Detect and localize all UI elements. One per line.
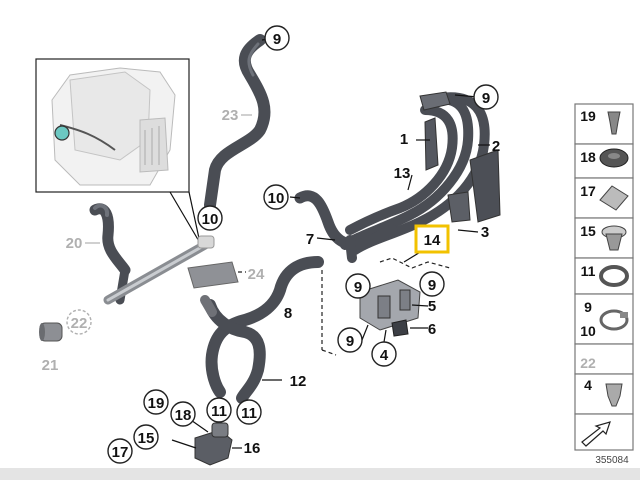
callout-9-mid[interactable]: 9 xyxy=(345,273,371,299)
svg-text:10: 10 xyxy=(202,211,219,228)
svg-text:2: 2 xyxy=(492,138,500,155)
insulation-pad xyxy=(187,261,246,289)
engine-bay-inset xyxy=(35,58,201,244)
svg-text:5: 5 xyxy=(428,298,436,315)
svg-text:11: 11 xyxy=(241,405,257,422)
side-part-19[interactable] xyxy=(574,103,634,145)
svg-text:13: 13 xyxy=(394,165,411,182)
svg-text:15: 15 xyxy=(138,430,155,447)
svg-text:14: 14 xyxy=(424,232,441,249)
hose-7 xyxy=(289,190,398,263)
callout-13[interactable]: 13 xyxy=(394,165,411,182)
svg-text:18: 18 xyxy=(580,149,596,165)
svg-text:3: 3 xyxy=(481,224,489,241)
svg-text:17: 17 xyxy=(580,183,596,199)
hose-23 xyxy=(204,34,276,211)
svg-text:9: 9 xyxy=(428,277,436,294)
callout-2[interactable]: 2 xyxy=(492,138,500,155)
valve-5 xyxy=(359,279,429,343)
svg-text:11: 11 xyxy=(581,263,596,279)
svg-text:6: 6 xyxy=(428,321,436,338)
svg-text:24: 24 xyxy=(248,266,265,283)
svg-text:10: 10 xyxy=(268,190,285,207)
svg-text:17: 17 xyxy=(112,444,129,461)
callout-17[interactable]: 17 xyxy=(107,438,133,464)
svg-text:4: 4 xyxy=(584,377,592,393)
callout-9-valve[interactable]: 9 xyxy=(419,271,445,297)
callout-7[interactable]: 7 xyxy=(306,231,314,248)
callout-1[interactable]: 1 xyxy=(400,131,408,148)
svg-text:22: 22 xyxy=(71,315,88,332)
valve-assembly-16 xyxy=(171,417,242,466)
callout-10-left[interactable]: 10 xyxy=(197,205,223,231)
callout-9-right-top[interactable]: 9 xyxy=(473,84,499,110)
callout-14-highlighted[interactable]: 14 xyxy=(414,224,450,254)
side-part-15[interactable] xyxy=(574,217,634,259)
diagram-id: 355084 xyxy=(595,455,629,466)
bottom-bar xyxy=(0,468,640,480)
svg-text:22: 22 xyxy=(580,355,596,371)
side-part-22[interactable] xyxy=(574,343,634,375)
callout-5[interactable]: 5 xyxy=(428,298,436,315)
svg-text:21: 21 xyxy=(42,357,59,374)
svg-text:20: 20 xyxy=(66,235,83,252)
hose-assembly-left xyxy=(39,203,215,342)
svg-text:7: 7 xyxy=(306,231,314,248)
svg-text:19: 19 xyxy=(580,108,596,124)
svg-text:9: 9 xyxy=(482,90,490,107)
callout-18[interactable]: 18 xyxy=(170,401,196,427)
callout-12[interactable]: 12 xyxy=(290,373,307,390)
svg-text:12: 12 xyxy=(290,373,307,390)
callout-4[interactable]: 4 xyxy=(371,341,397,367)
side-part-4[interactable] xyxy=(574,373,634,415)
svg-text:10: 10 xyxy=(580,323,596,339)
svg-text:19: 19 xyxy=(148,395,165,412)
callout-10-mid[interactable]: 10 xyxy=(263,184,289,210)
callout-3[interactable]: 3 xyxy=(481,224,489,241)
callout-11-a[interactable]: 11 xyxy=(206,397,232,423)
svg-text:8: 8 xyxy=(284,305,292,322)
svg-text:15: 15 xyxy=(580,223,596,239)
svg-text:9: 9 xyxy=(354,279,362,296)
callout-21[interactable]: 21 xyxy=(42,357,59,374)
svg-text:16: 16 xyxy=(244,440,261,457)
callout-9-top[interactable]: 9 xyxy=(264,25,290,51)
svg-text:9: 9 xyxy=(273,31,281,48)
callout-16[interactable]: 16 xyxy=(244,440,261,457)
svg-text:9: 9 xyxy=(584,299,592,315)
parts-side-panel: 19 18 17 15 11 9 10 22 4 xyxy=(574,103,634,451)
callout-19[interactable]: 19 xyxy=(143,389,169,415)
side-part-11[interactable] xyxy=(574,257,634,295)
svg-text:9: 9 xyxy=(346,333,354,350)
callout-6[interactable]: 6 xyxy=(428,321,436,338)
svg-text:4: 4 xyxy=(380,347,389,364)
svg-text:18: 18 xyxy=(175,407,192,424)
svg-text:11: 11 xyxy=(211,403,227,420)
svg-text:23: 23 xyxy=(222,107,239,124)
callout-8[interactable]: 8 xyxy=(284,305,292,322)
callout-23[interactable]: 23 xyxy=(222,107,252,124)
hose-8-12 xyxy=(200,256,324,404)
callout-22[interactable]: 22 xyxy=(66,309,92,335)
callout-15[interactable]: 15 xyxy=(133,424,159,450)
callout-24[interactable]: 24 xyxy=(248,266,265,283)
callout-20[interactable]: 20 xyxy=(66,235,100,252)
callout-9-low[interactable]: 9 xyxy=(337,327,363,353)
svg-text:1: 1 xyxy=(400,131,408,148)
callout-11-b[interactable]: 11 xyxy=(236,399,262,425)
